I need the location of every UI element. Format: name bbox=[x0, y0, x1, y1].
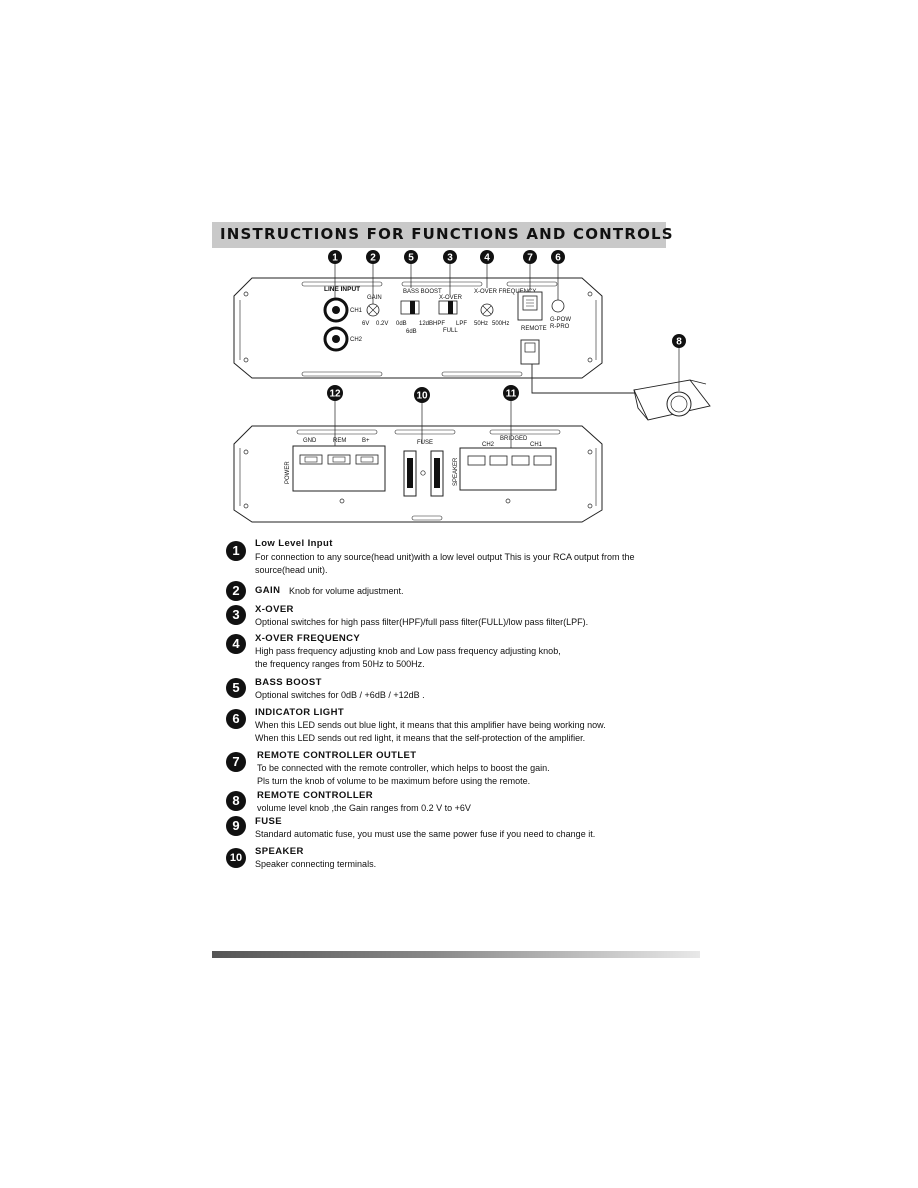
gain-min-label: 6V bbox=[362, 321, 369, 327]
section-banner: INSTRUCTIONS FOR FUNCTIONS AND CONTROLS bbox=[212, 222, 673, 248]
item-title: REMOTE CONTROLLER OUTLET bbox=[257, 750, 417, 761]
item-number: 2 bbox=[226, 581, 246, 601]
svg-text:5: 5 bbox=[408, 253, 414, 264]
svg-text:1: 1 bbox=[332, 253, 338, 264]
item-text: volume level knob ,the Gain ranges from … bbox=[257, 803, 471, 813]
item-title: X-OVER bbox=[255, 604, 294, 615]
bottom-panel: GND REM B+ POWER FUSE BRIDGED CH2 CH1 SP… bbox=[233, 425, 603, 523]
item-number: 1 bbox=[226, 541, 246, 561]
lpf-label: LPF bbox=[456, 321, 467, 327]
svg-text:8: 8 bbox=[676, 337, 682, 348]
bplus-label: B+ bbox=[362, 438, 370, 444]
item-text: For connection to any source(head unit)w… bbox=[255, 552, 635, 562]
gnd-label: GND bbox=[303, 438, 317, 444]
item-title: REMOTE CONTROLLER bbox=[257, 790, 374, 801]
xover-label: X-OVER bbox=[439, 295, 463, 301]
footer-gradient-bar bbox=[212, 951, 700, 958]
line-input-label: LINE INPUT bbox=[324, 286, 360, 293]
remote-knob bbox=[666, 391, 692, 417]
callout-3: 3 bbox=[443, 250, 457, 264]
bb-12db-label: 12dB bbox=[419, 321, 433, 327]
spk-ch2-label: CH2 bbox=[482, 442, 495, 448]
power-label: POWER bbox=[285, 461, 291, 484]
xover-frequency-label: X-OVER FREQUENCY bbox=[474, 289, 536, 295]
callout-12: 12 bbox=[327, 385, 343, 401]
bass-boost-label: BASS BOOST bbox=[403, 289, 442, 295]
bridged-label: BRIDGED bbox=[500, 436, 528, 442]
gain-max-label: 0.2V bbox=[376, 321, 388, 327]
bb-6db-label: 6dB bbox=[406, 329, 417, 335]
remote-label: REMOTE bbox=[521, 326, 547, 332]
svg-text:6: 6 bbox=[555, 253, 561, 264]
spk-ch1-label: CH1 bbox=[530, 442, 543, 448]
freq-max-label: 500Hz bbox=[492, 321, 509, 327]
amplifier-diagram: LINE INPUT CH1 CH2 GAIN 6V 0.2V BASS BOO… bbox=[233, 250, 711, 523]
item-number: 7 bbox=[226, 752, 246, 772]
callout-7: 7 bbox=[523, 250, 537, 264]
hpf-label: HPF bbox=[433, 321, 445, 327]
power-terminal-block bbox=[292, 445, 386, 492]
item-title: Low Level Input bbox=[255, 538, 333, 549]
item-text: Optional switches for 0dB / +6dB / +12dB… bbox=[255, 690, 425, 700]
item-text: Speaker connecting terminals. bbox=[255, 859, 377, 869]
item-title: INDICATOR LIGHT bbox=[255, 707, 345, 718]
speaker-label: SPEAKER bbox=[453, 457, 459, 486]
remote-cable bbox=[520, 339, 637, 394]
callout-5: 5 bbox=[404, 250, 418, 264]
callout-11: 11 bbox=[503, 385, 519, 401]
freq-min-label: 50Hz bbox=[474, 321, 488, 327]
section-title: INSTRUCTIONS FOR FUNCTIONS AND CONTROLS bbox=[220, 225, 674, 243]
led-gpow-label: G-POW bbox=[550, 317, 571, 323]
svg-text:12: 12 bbox=[329, 389, 341, 400]
led-rpro-label: R-PRO bbox=[550, 324, 570, 330]
item-title: BASS BOOST bbox=[255, 677, 322, 688]
item-title: X-OVER FREQUENCY bbox=[255, 633, 361, 644]
top-panel: LINE INPUT CH1 CH2 GAIN 6V 0.2V BASS BOO… bbox=[233, 277, 603, 379]
svg-text:2: 2 bbox=[370, 253, 376, 264]
item-text: When this LED sends out blue light, it m… bbox=[255, 720, 606, 730]
callout-1: 1 bbox=[328, 250, 342, 264]
item-number: 4 bbox=[226, 634, 246, 654]
item-text: source(head unit). bbox=[255, 565, 328, 575]
ch1-label: CH1 bbox=[350, 308, 363, 314]
item-text: To be connected with the remote controll… bbox=[257, 763, 550, 773]
speaker-terminal-block bbox=[459, 447, 557, 491]
item-number: 8 bbox=[226, 791, 246, 811]
item-number: 10 bbox=[226, 848, 246, 868]
rem-label: REM bbox=[333, 438, 346, 444]
svg-text:3: 3 bbox=[447, 253, 453, 264]
item-text: Standard automatic fuse, you must use th… bbox=[255, 829, 596, 839]
fuse-label: FUSE bbox=[417, 440, 433, 446]
item-title: FUSE bbox=[255, 816, 282, 827]
item-title: GAIN bbox=[255, 585, 281, 596]
callout-10: 10 bbox=[414, 387, 430, 403]
item-text: High pass frequency adjusting knob and L… bbox=[255, 646, 561, 656]
item-title: SPEAKER bbox=[255, 846, 304, 857]
item-text: Optional switches for high pass filter(H… bbox=[255, 617, 589, 627]
svg-text:10: 10 bbox=[416, 391, 428, 402]
svg-text:7: 7 bbox=[527, 253, 533, 264]
item-number: 9 bbox=[226, 816, 246, 836]
item-number: 5 bbox=[226, 678, 246, 698]
callout-badges: 1 2 5 3 4 7 6 8 12 10 11 bbox=[327, 250, 686, 448]
remote-controller bbox=[633, 379, 711, 421]
indicator-led bbox=[551, 299, 565, 313]
item-text: Knob for volume adjustment. bbox=[289, 586, 404, 596]
svg-text:11: 11 bbox=[506, 389, 517, 400]
svg-text:4: 4 bbox=[484, 253, 490, 264]
gain-label: GAIN bbox=[367, 295, 382, 301]
item-number: 3 bbox=[226, 605, 246, 625]
bb-0db-label: 0dB bbox=[396, 321, 407, 327]
callout-8: 8 bbox=[672, 334, 686, 348]
callout-2: 2 bbox=[366, 250, 380, 264]
ch2-label: CH2 bbox=[350, 337, 363, 343]
item-number: 6 bbox=[226, 709, 246, 729]
callout-6: 6 bbox=[551, 250, 565, 264]
item-text: the frequency ranges from 50Hz to 500Hz. bbox=[255, 659, 425, 669]
callout-4: 4 bbox=[480, 250, 494, 264]
item-text: Pls turn the knob of volume to be maximu… bbox=[257, 776, 531, 786]
item-text: When this LED sends out red light, it me… bbox=[255, 733, 586, 743]
full-label: FULL bbox=[443, 328, 458, 334]
